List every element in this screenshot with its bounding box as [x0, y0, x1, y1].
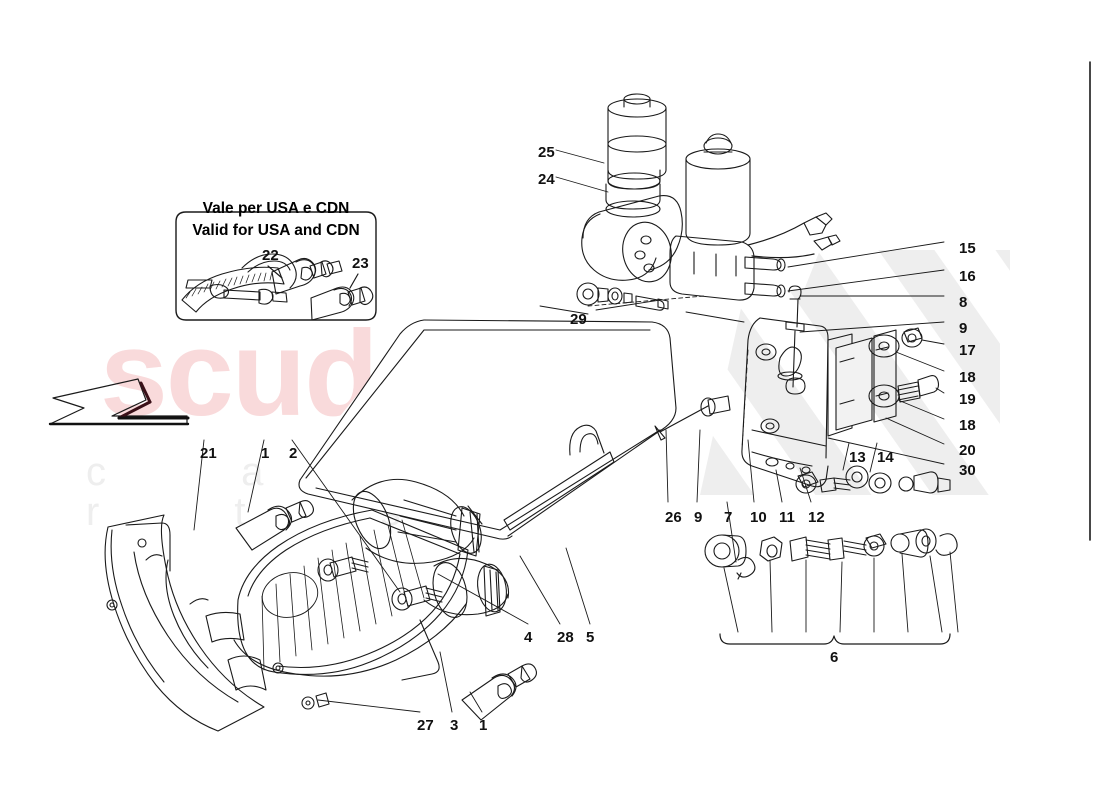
callout-4: 4: [524, 629, 533, 646]
callout-17: 17: [959, 342, 976, 359]
callout-26: 26: [665, 509, 682, 526]
hardware-row-upper: [654, 311, 951, 494]
callout-21: 21: [200, 445, 217, 462]
mount-bracket-assembly: [741, 285, 940, 488]
trim-cover-panel: [104, 514, 267, 732]
callout-11: 11: [779, 509, 795, 526]
callout-16: 16: [959, 268, 976, 285]
headlight-unit: [106, 478, 538, 721]
direction-arrow: [48, 378, 190, 426]
callout-9-lower: 9: [694, 509, 703, 526]
callout-6-group: 6: [830, 649, 839, 666]
callout-3: 3: [450, 717, 459, 734]
callout-20: 20: [959, 442, 976, 459]
callout-leaders: [193, 149, 951, 713]
callout-12: 12: [808, 509, 825, 526]
callout-2: 2: [289, 445, 298, 462]
callout-18-upper: 18: [959, 369, 976, 386]
callout-5: 5: [586, 629, 595, 646]
callout-27: 27: [417, 717, 434, 734]
callout-23: 23: [352, 255, 369, 272]
callout-24: 24: [538, 171, 555, 188]
callout-9-upper: 9: [959, 320, 968, 337]
hardware-row-6: [704, 528, 959, 633]
pump-motor-assembly: [576, 93, 841, 311]
inset-box: [175, 211, 377, 321]
callout-15: 15: [959, 240, 976, 257]
callout-8: 8: [959, 294, 968, 311]
callout-7: 7: [724, 509, 733, 526]
callout-28: 28: [557, 629, 574, 646]
callout-29: 29: [570, 311, 587, 328]
callout-1-lower: 1: [479, 717, 488, 734]
inset-title-italian: Vale per USA e CDN: [202, 200, 350, 217]
callout-30: 30: [959, 462, 976, 479]
callout-10: 10: [750, 509, 767, 526]
callout-1-upper: 1: [261, 445, 270, 462]
inset-title-english: Valid for USA and CDN: [192, 222, 360, 239]
callout-18-lower: 18: [959, 417, 976, 434]
callout-22: 22: [262, 247, 279, 264]
callout-19: 19: [959, 391, 976, 408]
callout-25: 25: [538, 144, 555, 161]
callout-14: 14: [877, 449, 894, 466]
callout-13: 13: [849, 449, 866, 466]
